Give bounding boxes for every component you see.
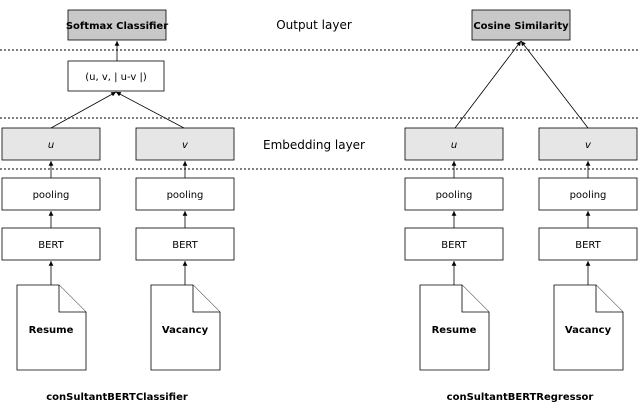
bert-box-3 bbox=[404, 227, 504, 261]
resume-document-icon-right bbox=[419, 284, 490, 371]
bert-box-2 bbox=[135, 227, 235, 261]
pooling-label-4: pooling bbox=[570, 190, 607, 201]
softmax-classifier-box bbox=[67, 9, 167, 41]
bert-label-4: BERT bbox=[575, 240, 601, 251]
arrow-v-to-cosine bbox=[520, 40, 589, 129]
vacancy-document-icon bbox=[150, 284, 221, 371]
pooling-label-2: pooling bbox=[167, 190, 204, 201]
cosine-similarity-label: Cosine Similarity bbox=[473, 21, 569, 32]
embedding-u-box-right bbox=[404, 127, 504, 161]
pooling-box-2 bbox=[135, 177, 235, 211]
softmax-classifier-label: Softmax Classifier bbox=[66, 21, 168, 32]
arrow-u-to-concat bbox=[50, 91, 117, 129]
resume-label: Resume bbox=[29, 325, 74, 336]
bert-label-2: BERT bbox=[172, 240, 198, 251]
bert-label-1: BERT bbox=[38, 240, 64, 251]
left-model: Softmax Classifier (u, v, | u-v |) u v p… bbox=[1, 9, 235, 403]
embedding-v-label: v bbox=[182, 140, 189, 151]
embedding-u-label-right: u bbox=[451, 140, 457, 151]
bert-label-3: BERT bbox=[441, 240, 467, 251]
pooling-label-3: pooling bbox=[436, 190, 473, 201]
concat-box bbox=[67, 60, 165, 92]
embedding-v-box bbox=[135, 127, 235, 161]
vacancy-document-icon-right bbox=[553, 284, 624, 371]
pooling-box-1 bbox=[1, 177, 101, 211]
bert-box-4 bbox=[538, 227, 638, 261]
pooling-box-3 bbox=[404, 177, 504, 211]
cosine-similarity-box bbox=[471, 9, 571, 41]
embedding-u-label: u bbox=[48, 140, 54, 151]
embedding-u-box bbox=[1, 127, 101, 161]
pooling-box-4 bbox=[538, 177, 638, 211]
arrow-v-to-concat bbox=[115, 91, 185, 129]
resume-document-icon bbox=[16, 284, 87, 371]
right-model: Cosine Similarity u v pooling pooling BE… bbox=[404, 9, 638, 403]
embedding-layer-label: Embedding layer bbox=[263, 138, 365, 152]
embedding-v-label-right: v bbox=[585, 140, 592, 151]
pooling-label-1: pooling bbox=[33, 190, 70, 201]
output-layer-label: Output layer bbox=[276, 18, 352, 32]
vacancy-label: Vacancy bbox=[162, 325, 209, 336]
concat-label: (u, v, | u-v |) bbox=[85, 72, 147, 83]
left-model-caption: conSultantBERTClassifier bbox=[46, 392, 188, 403]
vacancy-label-right: Vacancy bbox=[565, 325, 612, 336]
right-model-caption: conSultantBERTRegressor bbox=[447, 392, 594, 403]
embedding-v-box-right bbox=[538, 127, 638, 161]
arrow-u-to-cosine bbox=[454, 40, 522, 129]
bert-box-1 bbox=[1, 227, 101, 261]
resume-label-right: Resume bbox=[432, 325, 477, 336]
